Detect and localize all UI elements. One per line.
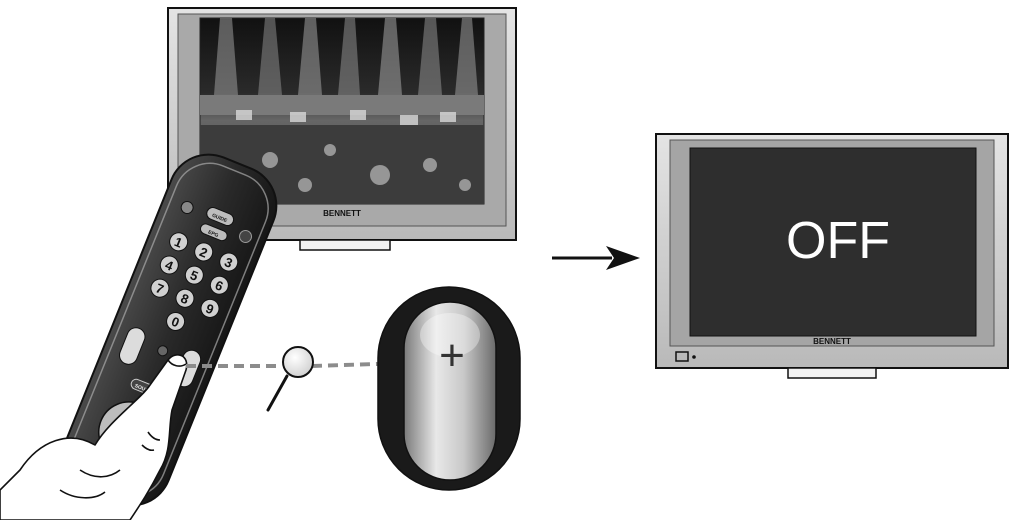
digit-1-button[interactable] bbox=[167, 230, 190, 253]
tv-off-text: OFF bbox=[786, 212, 890, 270]
digit-6-button[interactable] bbox=[208, 274, 231, 297]
keypad: 1 2 3 4 5 6 7 8 9 0 bbox=[148, 230, 240, 333]
tv-on-stand bbox=[299, 239, 391, 251]
led-dot-icon bbox=[692, 355, 696, 359]
menu-button[interactable] bbox=[179, 200, 195, 216]
digit-4-button[interactable] bbox=[158, 253, 181, 276]
digit-8-button[interactable] bbox=[173, 287, 196, 310]
magnifier-icon bbox=[266, 346, 314, 412]
tv-off-screen bbox=[689, 147, 977, 337]
zoomed-button-pill bbox=[403, 301, 497, 481]
digit-0-button[interactable] bbox=[164, 310, 187, 333]
digit-2-button[interactable] bbox=[192, 240, 215, 263]
power-indicator-icon bbox=[675, 351, 689, 362]
arrow bbox=[552, 246, 640, 270]
tv-off-stand bbox=[787, 367, 877, 379]
stage-lights bbox=[214, 18, 478, 95]
volume-rocker[interactable] bbox=[117, 325, 148, 367]
tv-off: OFF BENNETT bbox=[655, 133, 1009, 379]
plus-icon: + bbox=[439, 331, 465, 380]
digit-9-button[interactable] bbox=[198, 297, 221, 320]
guide-button[interactable] bbox=[205, 206, 235, 228]
digit-5-button[interactable] bbox=[183, 263, 206, 286]
epg-button[interactable] bbox=[199, 222, 229, 242]
stage-band bbox=[200, 95, 484, 115]
stage-screens bbox=[236, 110, 456, 125]
extra-button[interactable] bbox=[238, 229, 254, 245]
tv-off-brand: BENNETT bbox=[813, 337, 851, 346]
tv-on-brand: BENNETT bbox=[323, 209, 361, 218]
crowd-highlights bbox=[262, 144, 471, 192]
hand bbox=[0, 354, 188, 521]
epg-button-label: EPG bbox=[207, 229, 219, 239]
mute-button[interactable] bbox=[156, 344, 169, 357]
leader-line bbox=[186, 360, 441, 368]
digit-7-button[interactable] bbox=[148, 276, 171, 299]
zoomed-button: + bbox=[377, 286, 521, 491]
guide-button-label: GUIDE bbox=[211, 213, 229, 225]
digit-3-button[interactable] bbox=[217, 250, 240, 273]
